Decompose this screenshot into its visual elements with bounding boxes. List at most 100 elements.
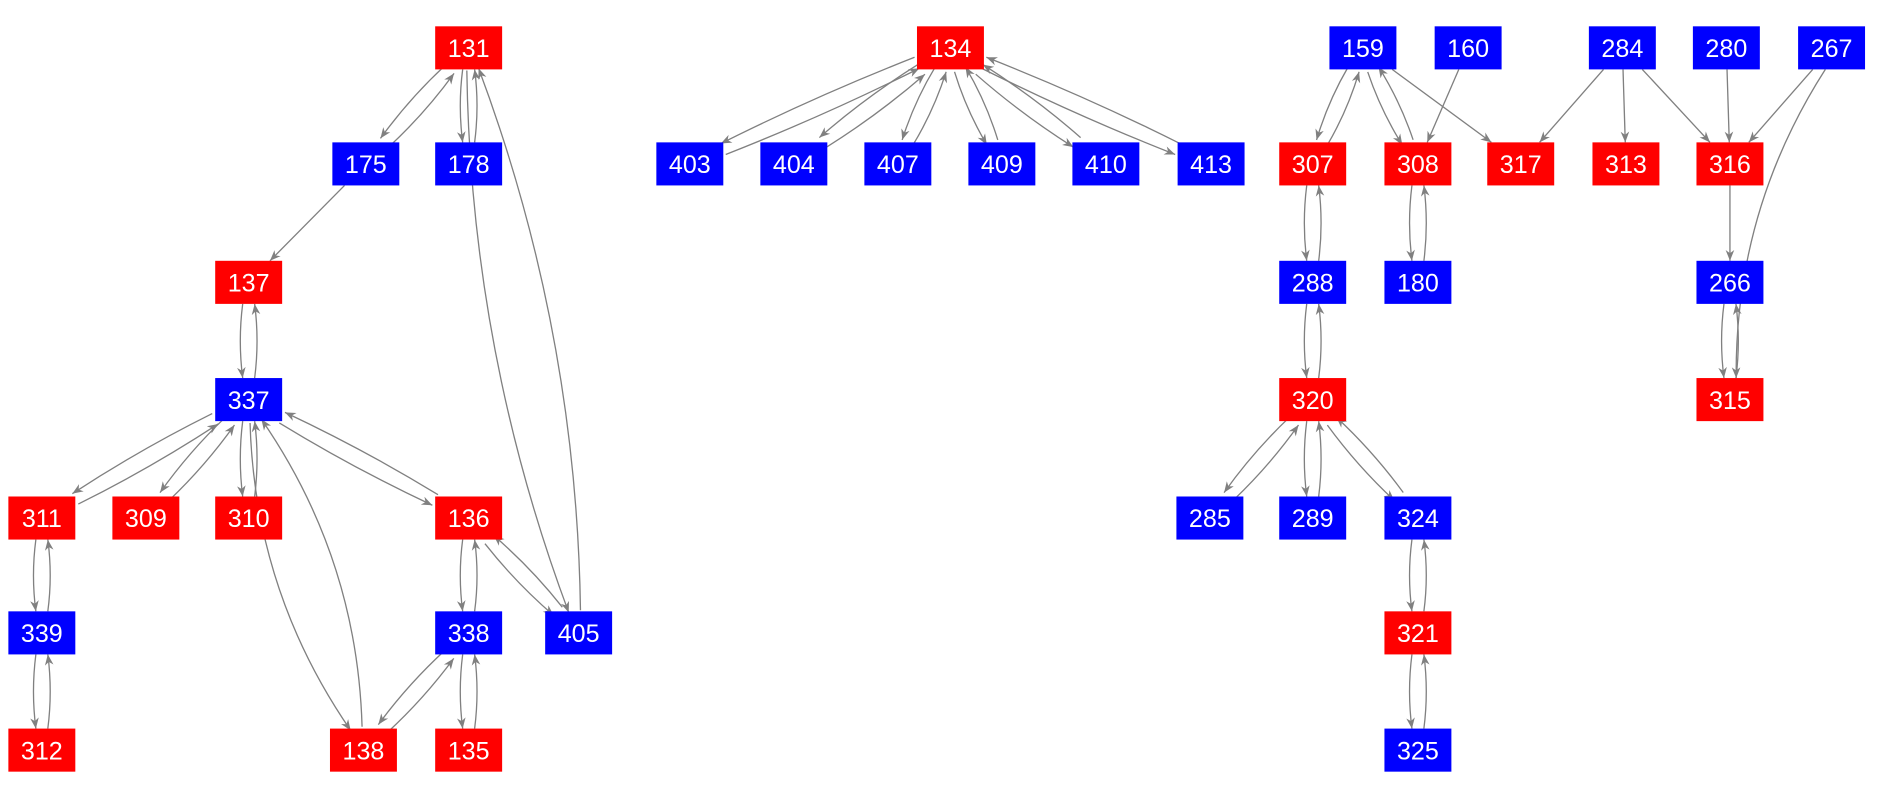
node-box-blue bbox=[1177, 142, 1245, 186]
node-308: 308 bbox=[1384, 142, 1452, 186]
edge-280-to-316 bbox=[1724, 69, 1734, 143]
node-403: 403 bbox=[656, 142, 724, 186]
node-label: 405 bbox=[558, 620, 600, 648]
node-404: 404 bbox=[760, 142, 828, 186]
edge-289-to-320 bbox=[1315, 421, 1325, 497]
edge-404-to-134 bbox=[826, 73, 926, 148]
node-label: 159 bbox=[1342, 35, 1384, 63]
node-288: 288 bbox=[1279, 260, 1347, 304]
node-box-blue bbox=[1384, 260, 1452, 304]
node-label: 138 bbox=[342, 737, 384, 765]
node-label: 315 bbox=[1709, 387, 1751, 415]
node-266: 266 bbox=[1696, 260, 1764, 304]
node-label: 404 bbox=[773, 151, 815, 179]
node-label: 288 bbox=[1292, 270, 1334, 298]
edge-308-to-159 bbox=[1377, 66, 1414, 141]
edge-284-to-317 bbox=[1539, 68, 1604, 143]
node-label: 409 bbox=[981, 151, 1023, 179]
node-box-blue bbox=[215, 378, 283, 422]
node-285: 285 bbox=[1176, 496, 1244, 540]
edge-337-to-309 bbox=[159, 416, 226, 493]
node-box-blue bbox=[435, 611, 503, 655]
node-309: 309 bbox=[112, 496, 180, 540]
edge-136-to-337 bbox=[284, 411, 439, 496]
node-label: 410 bbox=[1085, 151, 1127, 179]
edge-338-to-135 bbox=[457, 654, 466, 729]
edges-layer bbox=[30, 56, 1826, 734]
node-box-blue bbox=[1696, 260, 1764, 304]
node-316: 316 bbox=[1696, 142, 1764, 186]
node-label: 403 bbox=[669, 151, 711, 179]
node-box-red bbox=[1487, 142, 1555, 186]
edge-136-to-338 bbox=[456, 539, 466, 612]
edge-135-to-338 bbox=[471, 654, 481, 729]
node-box-red bbox=[435, 496, 503, 540]
node-box-red bbox=[1384, 142, 1452, 186]
node-339: 339 bbox=[8, 611, 76, 655]
node-138: 138 bbox=[329, 728, 397, 772]
node-180: 180 bbox=[1384, 260, 1452, 304]
edge-267-to-315 bbox=[1731, 69, 1826, 379]
node-label: 137 bbox=[228, 270, 270, 298]
edge-312-to-339 bbox=[44, 654, 54, 729]
node-label: 160 bbox=[1447, 35, 1489, 63]
node-337: 337 bbox=[215, 378, 283, 422]
edge-339-to-312 bbox=[30, 654, 39, 729]
edge-175-to-137 bbox=[269, 184, 346, 262]
edge-307-to-288 bbox=[1301, 185, 1310, 261]
node-label: 312 bbox=[21, 737, 63, 765]
node-box-red bbox=[1279, 378, 1347, 422]
node-160: 160 bbox=[1434, 26, 1502, 70]
edge-138-to-337 bbox=[260, 418, 363, 727]
node-label: 321 bbox=[1397, 620, 1439, 648]
edge-159-to-307 bbox=[1315, 66, 1349, 141]
edge-131-to-178 bbox=[457, 69, 466, 143]
edge-288-to-320 bbox=[1301, 303, 1310, 379]
node-box-red bbox=[1696, 142, 1764, 186]
node-box-red bbox=[1696, 378, 1764, 422]
edge-134-to-410 bbox=[975, 73, 1074, 148]
node-box-blue bbox=[1072, 142, 1140, 186]
edge-339-to-311 bbox=[44, 539, 54, 612]
node-135: 135 bbox=[435, 728, 503, 772]
node-159: 159 bbox=[1329, 26, 1397, 70]
node-box-red bbox=[8, 496, 76, 540]
node-box-blue bbox=[968, 142, 1036, 186]
edge-324-to-320 bbox=[1335, 416, 1404, 493]
edge-324-to-321 bbox=[1406, 539, 1415, 612]
node-box-blue bbox=[864, 142, 932, 186]
edge-266-to-315 bbox=[1718, 303, 1727, 379]
node-box-red bbox=[1592, 142, 1660, 186]
node-label: 316 bbox=[1709, 151, 1751, 179]
edge-320-to-288 bbox=[1315, 303, 1325, 379]
edge-137-to-337 bbox=[237, 303, 246, 379]
edge-134-to-407 bbox=[901, 66, 936, 141]
node-box-blue bbox=[1329, 26, 1397, 70]
edge-321-to-324 bbox=[1421, 539, 1430, 612]
node-label: 339 bbox=[21, 620, 63, 648]
edge-337-to-137 bbox=[251, 303, 261, 379]
node-317: 317 bbox=[1487, 142, 1555, 186]
node-267: 267 bbox=[1798, 26, 1866, 70]
edge-134-to-404 bbox=[818, 64, 919, 139]
node-box-blue bbox=[760, 142, 828, 186]
node-label: 310 bbox=[228, 505, 270, 533]
node-136: 136 bbox=[435, 496, 503, 540]
edge-180-to-308 bbox=[1420, 185, 1430, 261]
node-280: 280 bbox=[1692, 26, 1760, 70]
edge-320-to-324 bbox=[1326, 424, 1395, 501]
edge-284-to-316 bbox=[1641, 68, 1711, 143]
edge-321-to-325 bbox=[1406, 654, 1415, 729]
node-label: 267 bbox=[1811, 35, 1853, 63]
edge-320-to-289 bbox=[1301, 421, 1310, 497]
node-label: 135 bbox=[448, 737, 490, 765]
node-405: 405 bbox=[545, 611, 613, 655]
node-label: 134 bbox=[930, 35, 972, 63]
edge-134-to-403 bbox=[720, 56, 915, 145]
edge-337-to-138 bbox=[249, 422, 352, 731]
node-312: 312 bbox=[8, 728, 76, 772]
node-box-blue bbox=[1176, 496, 1244, 540]
node-label: 178 bbox=[448, 151, 490, 179]
edge-308-to-180 bbox=[1406, 185, 1415, 261]
edge-136-to-405 bbox=[484, 543, 555, 616]
